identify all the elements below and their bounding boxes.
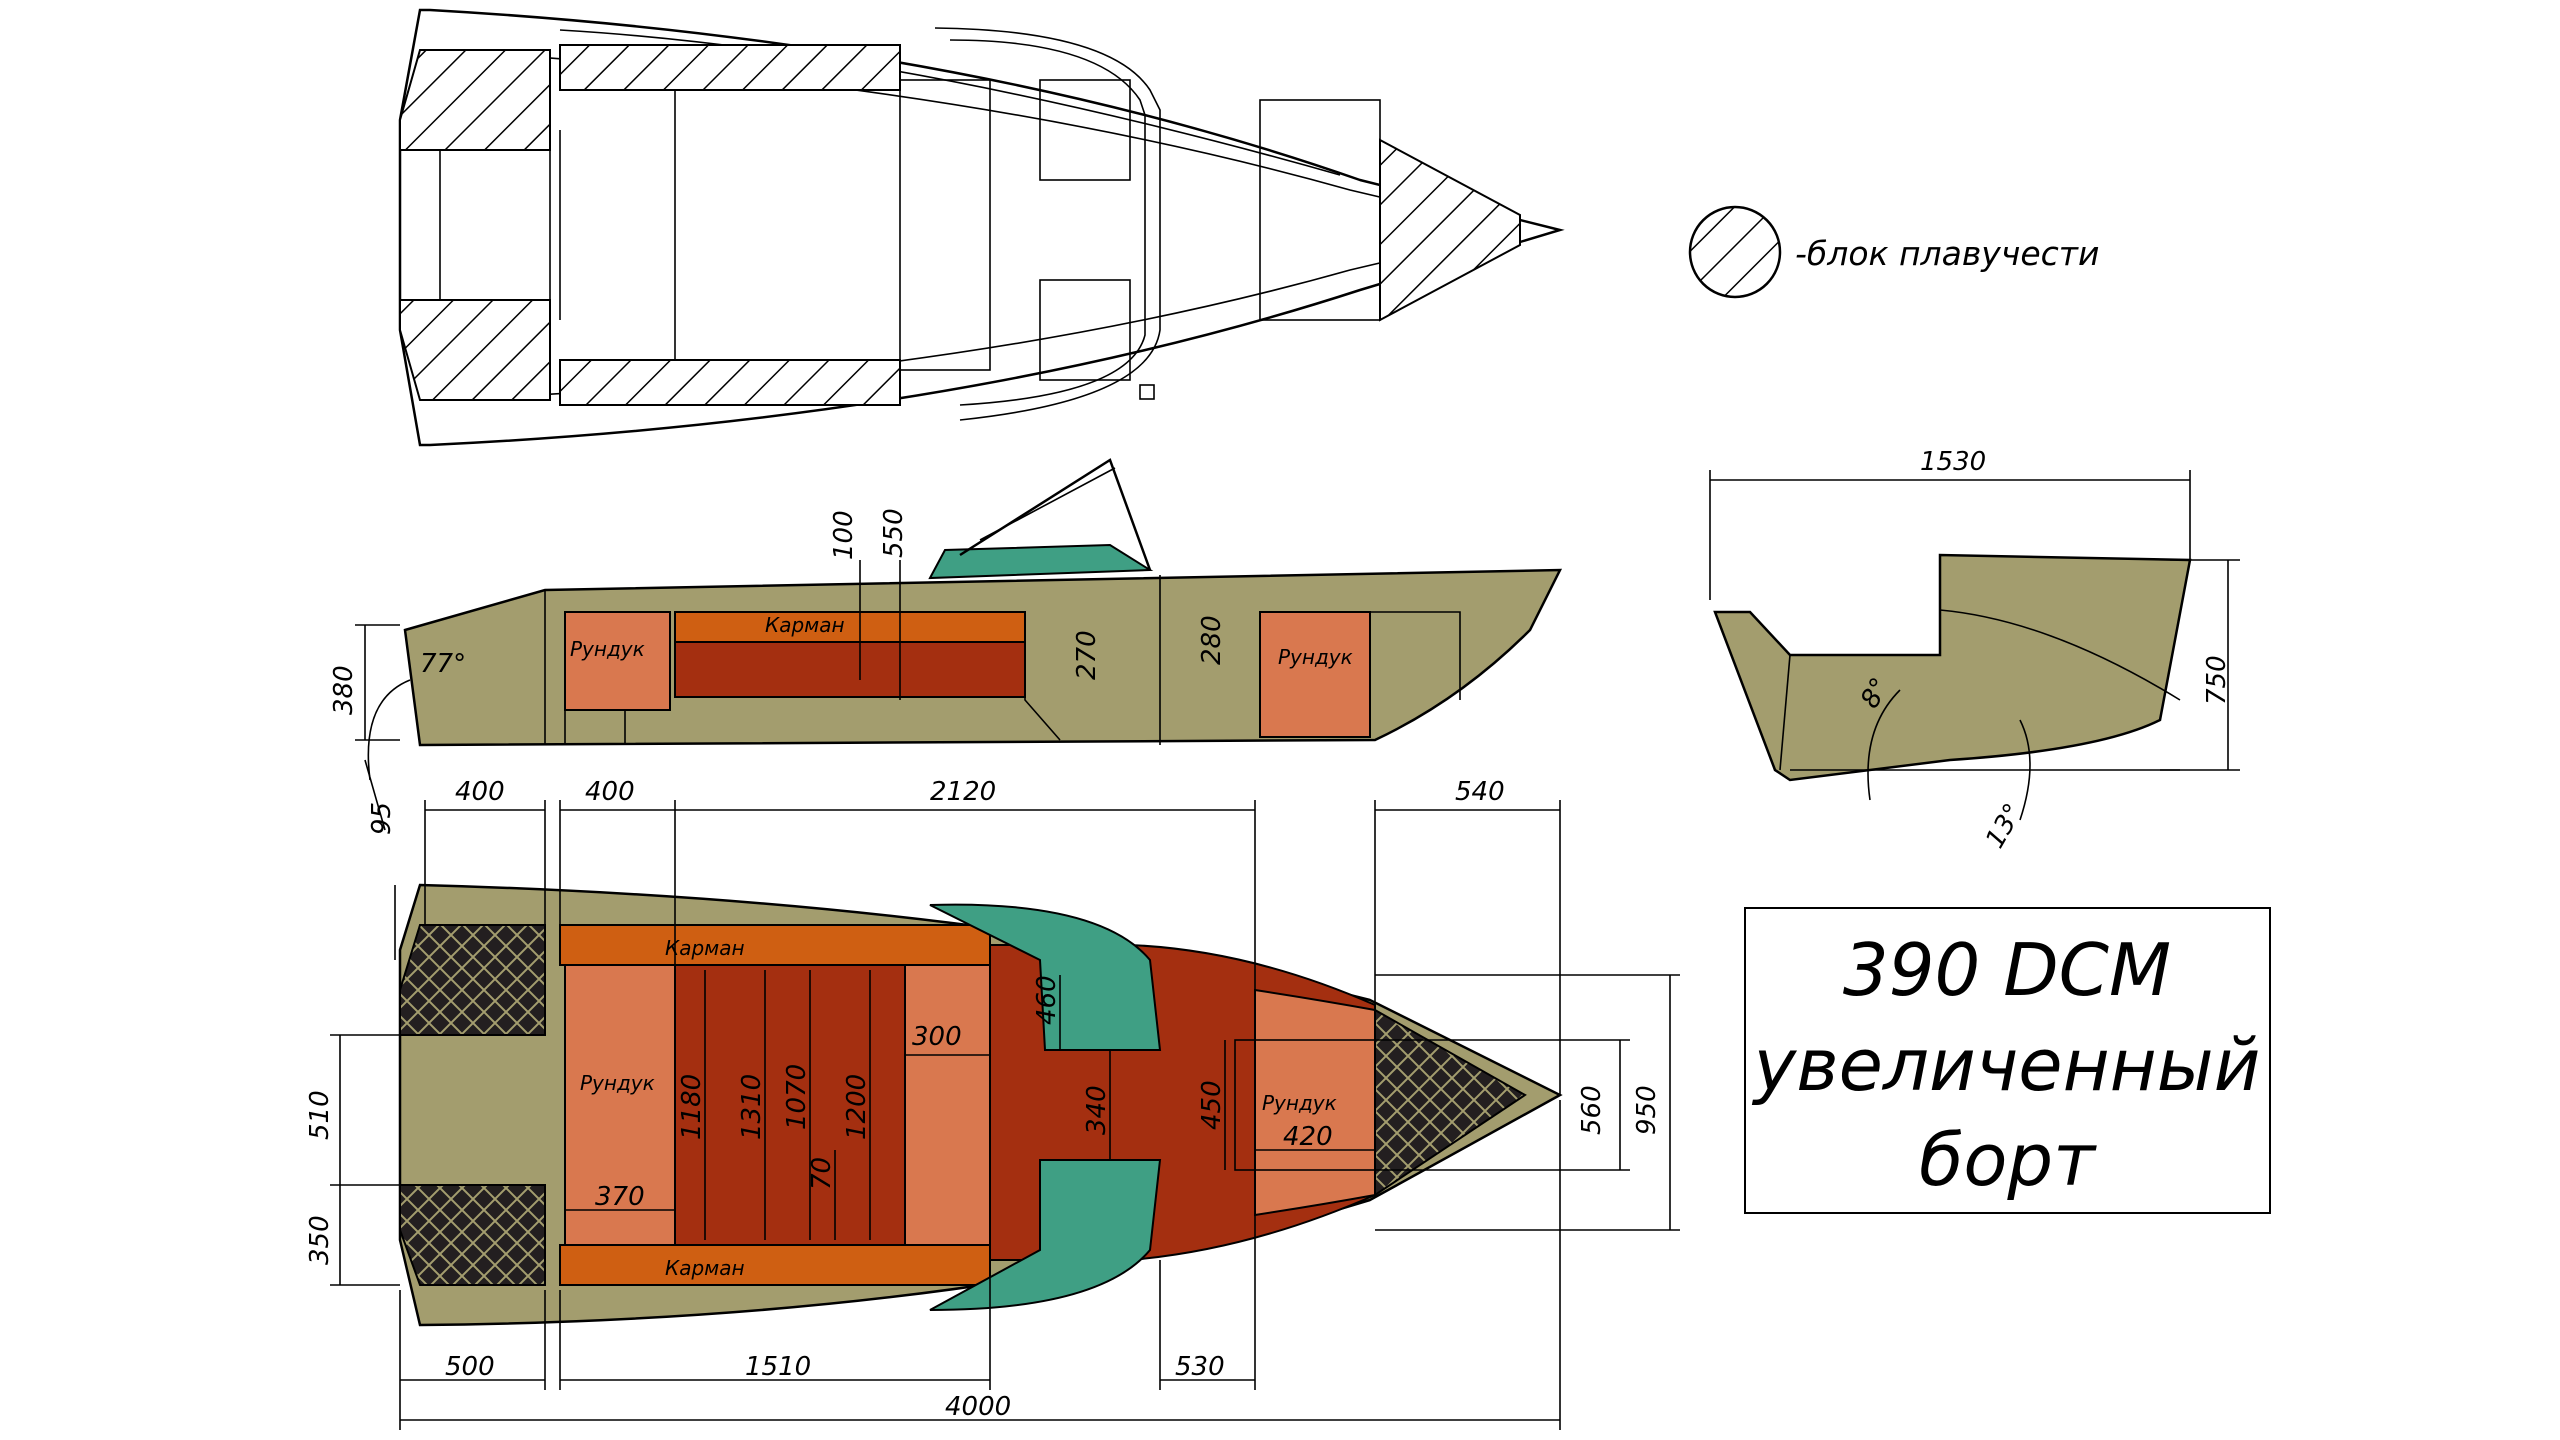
side-view-windshield [928, 543, 1154, 580]
top-view-flotation-blocks [399, 44, 1521, 406]
side-angle-77: 77° [420, 649, 466, 679]
section-view-shape [1713, 553, 2192, 782]
plan-view-float-rear-bottom [399, 1184, 546, 1286]
legend-hatch-swatch [1688, 205, 1782, 299]
plan-view-floor-center [674, 964, 906, 1246]
title-line-1: 390 DCM [1843, 928, 2171, 1012]
plan-view-rear-locker [564, 964, 676, 1246]
side-locker-front-label: Рундук [1278, 645, 1353, 669]
plan-pocket-top-label: Карман [665, 936, 745, 960]
plan-locker-rear-label: Рундук [580, 1071, 655, 1095]
plan-pocket-bottom-label: Карман [665, 1256, 745, 1280]
dim-top-400-b: 400 [585, 777, 635, 807]
dim-top-540: 540 [1455, 777, 1505, 807]
side-view-front-locker [1259, 611, 1371, 738]
plan-view-console-bottom [929, 1159, 1162, 1311]
dim-top-400-a: 400 [455, 777, 505, 807]
plan-view-pocket-top [559, 924, 991, 966]
side-view-pocket [674, 611, 1026, 643]
dim-550: 550 [879, 508, 909, 558]
dim-300: 300 [912, 1022, 962, 1052]
dim-380: 380 [329, 665, 359, 715]
title-line-3: борт [1919, 1118, 2097, 1202]
dim-460: 460 [1032, 975, 1062, 1025]
dim-1070: 1070 [782, 1064, 812, 1130]
plan-view: Карман Карман Рундук Рундук 1180 1310 10… [305, 777, 1680, 1430]
legend-label: -блок плавучести [1795, 234, 2099, 273]
dim-1310: 1310 [737, 1074, 767, 1140]
dim-750: 750 [2202, 655, 2232, 705]
dim-95: 95 [367, 802, 397, 835]
dim-270: 270 [1072, 630, 1102, 680]
dim-left-350: 350 [305, 1215, 335, 1265]
dim-370: 370 [595, 1182, 645, 1212]
dim-450: 450 [1197, 1080, 1227, 1130]
plan-view-bench [904, 964, 991, 1246]
side-view-rear-locker [564, 611, 671, 711]
dim-top-2120: 2120 [930, 777, 996, 807]
dim-420: 420 [1283, 1122, 1333, 1152]
plan-locker-front-label: Рундук [1262, 1091, 1337, 1115]
title-line-2: увеличенный [1752, 1023, 2261, 1107]
plan-view-float-bow [1374, 1008, 1527, 1197]
dim-280: 280 [1197, 615, 1227, 665]
dim-70: 70 [807, 1157, 837, 1190]
dim-right-950: 950 [1632, 1085, 1662, 1135]
side-view: Рундук Карман Рундук 100 550 270 280 380… [329, 458, 1563, 835]
dim-100: 100 [829, 510, 859, 560]
title-box: 390 DCM увеличенный борт [1744, 907, 2271, 1214]
plan-view-pocket-bottom [559, 1244, 991, 1286]
dim-left-510: 510 [305, 1090, 335, 1140]
plan-view-float-rear-top [399, 924, 546, 1036]
dim-1530: 1530 [1920, 447, 1986, 477]
dim-340: 340 [1082, 1085, 1112, 1135]
dim-right-560: 560 [1577, 1085, 1607, 1135]
dim-bottom-530: 530 [1175, 1352, 1225, 1382]
side-locker-rear-label: Рундук [570, 637, 645, 661]
plan-view-console-top [929, 903, 1162, 1051]
side-view-floor [674, 641, 1026, 698]
dim-1180: 1180 [677, 1074, 707, 1140]
legend: -блок плавучести [1688, 205, 2099, 299]
dim-bottom-4000: 4000 [945, 1392, 1011, 1422]
dim-bottom-500: 500 [445, 1352, 495, 1382]
dim-1200: 1200 [842, 1074, 872, 1140]
section-angle-13: 13° [1980, 799, 2029, 854]
section-view: 1530 750 8° 13° [1709, 447, 2240, 854]
dim-bottom-1510: 1510 [745, 1352, 811, 1382]
plan-view-front-locker [1254, 988, 1376, 1217]
side-pocket-label: Карман [765, 613, 845, 637]
